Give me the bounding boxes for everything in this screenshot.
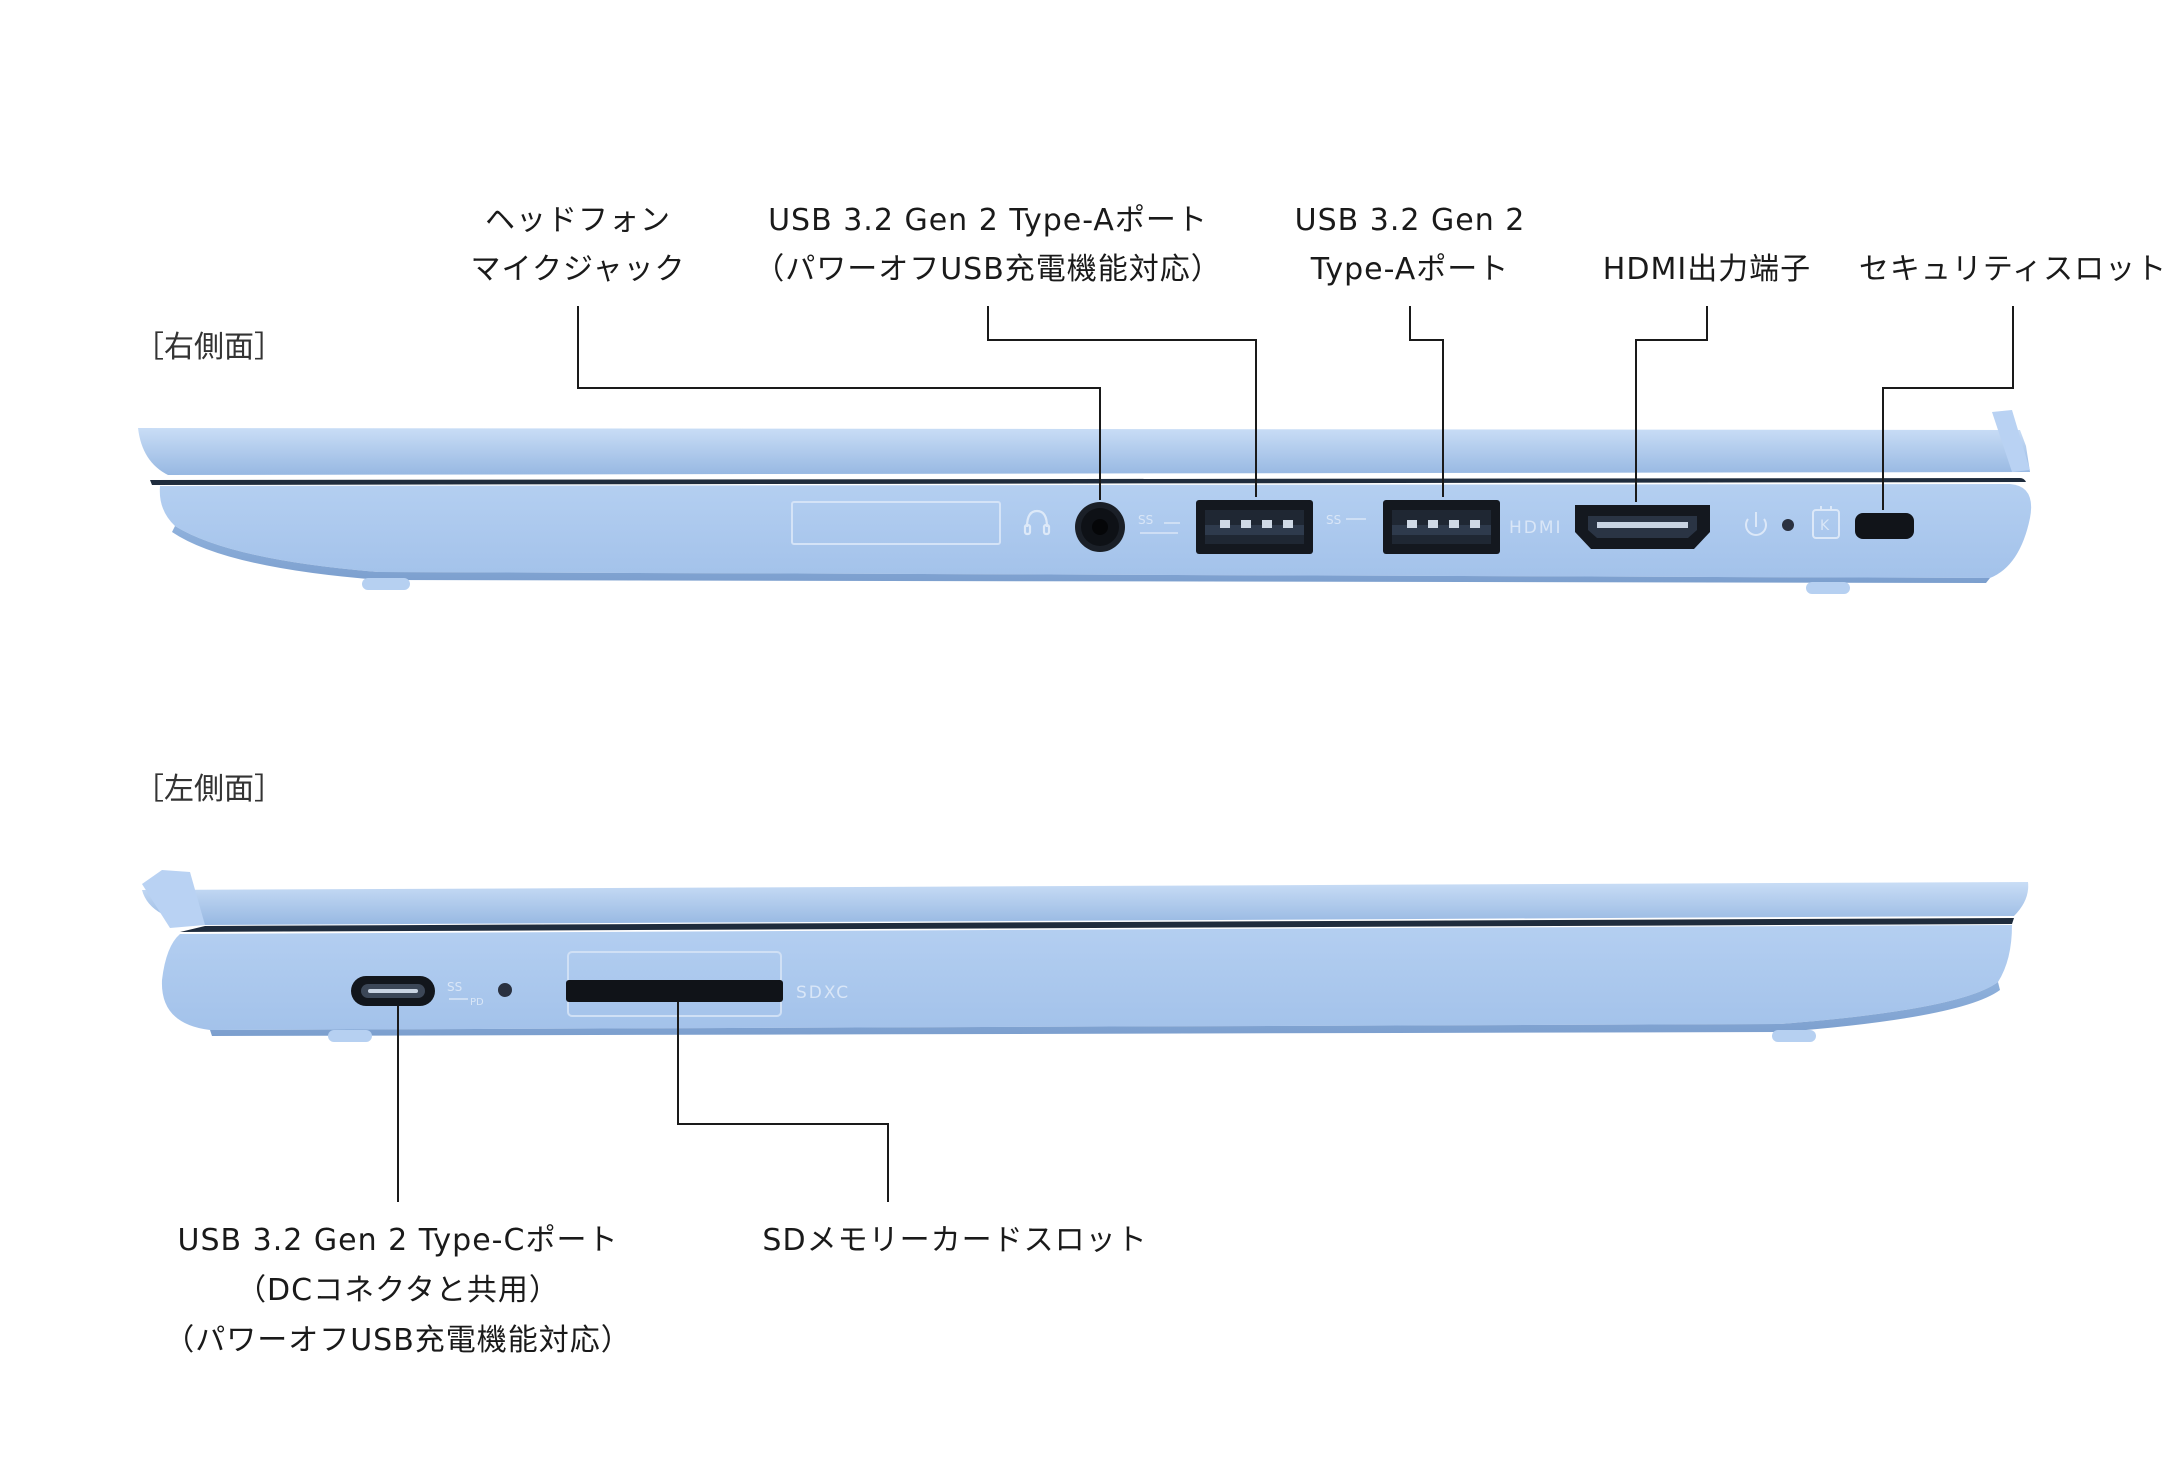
left-side-heading: ［左側面］ — [134, 772, 284, 807]
foot-left-front — [328, 1030, 372, 1042]
label-sd-card-slot: SDメモリーカードスロット — [762, 1223, 1147, 1258]
label-usb-a-poweroff: USB 3.2 Gen 2 Type-Aポート （パワーオフUSB充電機能対応） — [754, 203, 1222, 287]
status-led — [1782, 519, 1794, 531]
leader-lines-right — [577, 306, 2014, 510]
usb-c-port[interactable] — [351, 976, 435, 1006]
charge-led — [498, 983, 512, 997]
seam-line-left — [180, 918, 2014, 932]
lid-left — [142, 882, 2029, 925]
leader-lines-left — [397, 1002, 889, 1202]
underside-right — [172, 526, 1990, 583]
foot-right-front — [362, 578, 410, 590]
usb-superspeed-icon: SS PD — [447, 980, 484, 1008]
usb-superspeed-icon: SS — [1138, 513, 1180, 534]
seam-line-right — [150, 478, 2026, 485]
lid-right — [138, 428, 2030, 475]
svg-text:ヘッドフォン: ヘッドフォン — [485, 203, 671, 238]
kensington-lock-icon: K — [1812, 506, 1840, 539]
svg-text:USB 3.2 Gen 2: USB 3.2 Gen 2 — [1295, 203, 1526, 238]
label-usb-c: USB 3.2 Gen 2 Type-Cポート （DCコネクタと共用） （パワー… — [164, 1223, 632, 1358]
svg-text:Type-Aポート: Type-Aポート — [1310, 252, 1510, 287]
security-slot[interactable] — [1855, 513, 1914, 539]
svg-text:USB 3.2 Gen 2 Type-Cポート: USB 3.2 Gen 2 Type-Cポート — [178, 1223, 619, 1258]
sdxc-marking: SDXC — [796, 983, 850, 1003]
label-security-slot: セキュリティスロット — [1859, 252, 2167, 287]
foot-left-rear — [1772, 1030, 1816, 1042]
svg-text:SS: SS — [1138, 513, 1153, 527]
hdmi-port[interactable] — [1575, 505, 1710, 549]
right-side-laptop: SS SS HDMI — [138, 410, 2032, 594]
svg-text:（パワーオフUSB充電機能対応）: （パワーオフUSB充電機能対応） — [164, 1323, 632, 1358]
hinge-tab-right — [1992, 410, 2030, 472]
underside-left — [210, 982, 2000, 1036]
left-side-laptop: SS PD SDXC — [142, 870, 2029, 1042]
svg-text:K: K — [1820, 518, 1830, 534]
right-side-heading: ［右側面］ — [134, 330, 284, 365]
usb-a-port[interactable] — [1383, 500, 1500, 554]
label-usb-a: USB 3.2 Gen 2 Type-Aポート — [1295, 203, 1526, 287]
blank-panel — [791, 501, 1001, 545]
svg-text:マイクジャック: マイクジャック — [471, 252, 686, 287]
base-left — [161, 925, 2012, 1030]
svg-text:SS: SS — [1326, 513, 1341, 527]
usb-superspeed-icon: SS — [1326, 513, 1366, 527]
headphone-icon — [1023, 509, 1051, 536]
usb-a-port-poweroff[interactable] — [1196, 500, 1313, 554]
hinge-tab-left — [142, 870, 205, 928]
headphone-jack[interactable] — [1075, 502, 1125, 552]
sd-card-slot[interactable] — [566, 980, 783, 1002]
power-icon — [1745, 512, 1767, 536]
foot-right-rear — [1806, 582, 1850, 594]
svg-text:USB 3.2 Gen 2 Type-Aポート: USB 3.2 Gen 2 Type-Aポート — [768, 203, 1208, 238]
svg-text:SS: SS — [447, 980, 462, 994]
svg-text:PD: PD — [470, 997, 484, 1008]
svg-text:（DCコネクタと共用）: （DCコネクタと共用） — [236, 1273, 560, 1308]
hdmi-marking: HDMI — [1509, 518, 1563, 538]
label-headphone: ヘッドフォン マイクジャック — [471, 203, 686, 287]
label-hdmi: HDMI出力端子 — [1603, 252, 1811, 287]
svg-text:（パワーオフUSB充電機能対応）: （パワーオフUSB充電機能対応） — [754, 252, 1222, 287]
